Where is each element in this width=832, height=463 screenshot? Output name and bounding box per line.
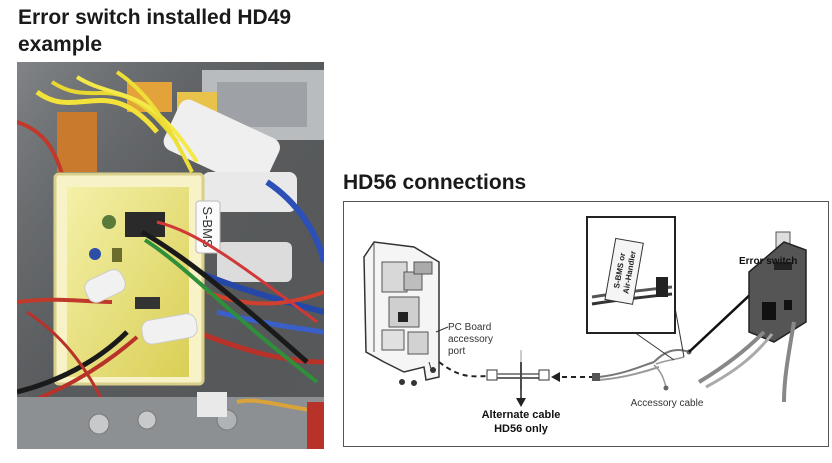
alternate-cable [486, 369, 550, 381]
pc-board-label-line2: accessory [448, 334, 493, 345]
alternate-cable-label-line2: HD56 only [494, 423, 549, 435]
accessory-cable [592, 349, 692, 391]
pc-board-label-line1: PC Board [448, 322, 491, 333]
error-switch-label: Error switch [739, 256, 797, 267]
sbms-photo-label: S-BMS [200, 206, 215, 248]
accessory-cable-label: Accessory cable [631, 398, 704, 409]
pc-board-unit [363, 241, 440, 386]
diagram-title: HD56 connections [343, 171, 527, 194]
hd56-connections-diagram: PC Board accessory port Alternate cable … [343, 201, 829, 447]
photo-title-line2: example [18, 33, 103, 56]
diagram-illustration: PC Board accessory port Alternate cable … [363, 216, 807, 435]
photo-illustration: S-BMS [17, 62, 324, 449]
pc-board-label-line3: port [448, 346, 465, 357]
tag-inset: S-BMS or Air-Handler [586, 216, 676, 334]
photo-title-line1: Error switch installed HD49 [18, 6, 292, 29]
alternate-cable-label-line1: Alternate cable [482, 409, 561, 421]
photo-title: Error switch installed HD49 example [18, 4, 338, 58]
error-switch-photo: S-BMS [17, 62, 324, 449]
error-switch-module [748, 231, 807, 343]
